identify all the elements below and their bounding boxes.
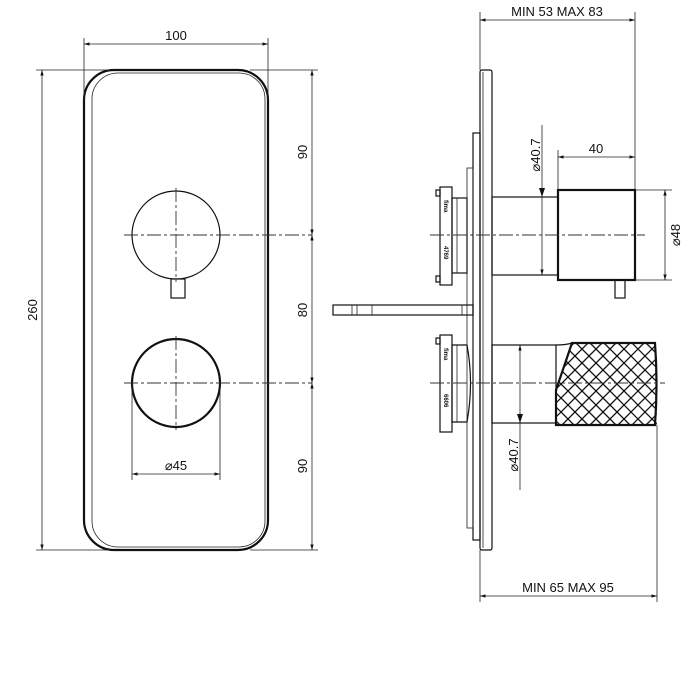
top-stem-diameter-dimension: ⌀40.7 bbox=[528, 138, 543, 171]
handle-length-dimension: 40 bbox=[589, 141, 603, 156]
width-dimension: 100 bbox=[165, 28, 187, 43]
bottom-cartridge-code: 6606 bbox=[442, 394, 448, 408]
top-depth-dimension: MIN 53 MAX 83 bbox=[511, 4, 603, 19]
knurl-line bbox=[631, 343, 657, 425]
top-segment-dimension: 90 bbox=[295, 145, 310, 159]
bottom-stem-diameter-dimension: ⌀40.7 bbox=[506, 438, 521, 471]
top-cartridge-code: 4769 bbox=[442, 246, 448, 260]
bottom-stem bbox=[491, 344, 557, 424]
diverter-rod bbox=[332, 304, 474, 316]
front-view: 100 260 90 80 90 ⌀45 bbox=[25, 28, 318, 552]
knurl-line bbox=[631, 343, 657, 425]
knurl-line bbox=[561, 343, 645, 425]
side-view: fima 4769 fima 6606 MIN 53 MAX 83 40 ⌀ bbox=[332, 4, 700, 602]
knurl-line bbox=[556, 343, 561, 425]
knurl-line bbox=[575, 343, 657, 425]
knurl-line bbox=[674, 343, 700, 425]
mounting-frame bbox=[472, 132, 481, 541]
knurl-line bbox=[645, 343, 657, 425]
knurl-line bbox=[556, 343, 561, 425]
knurl-line bbox=[617, 343, 657, 425]
knurl-line bbox=[674, 343, 700, 425]
knurl-line bbox=[556, 343, 589, 425]
bottom-cartridge-brand: fima bbox=[442, 348, 448, 361]
knurl-line bbox=[556, 343, 589, 425]
top-knob-lever bbox=[170, 278, 186, 299]
middle-segment-dimension: 80 bbox=[295, 303, 310, 317]
cover-plate-inner-edge bbox=[91, 72, 266, 548]
knurl-line bbox=[589, 343, 657, 425]
knurled-handle bbox=[464, 341, 700, 427]
knurl-line bbox=[603, 343, 657, 425]
cover-plate bbox=[82, 68, 270, 552]
knurl-line bbox=[660, 343, 700, 425]
knurl-line bbox=[464, 343, 546, 425]
knurl-line bbox=[464, 343, 546, 425]
knurl-line bbox=[688, 343, 700, 425]
handle-diameter-dimension: ⌀48 bbox=[668, 224, 683, 246]
top-stem bbox=[491, 196, 559, 276]
knurl-line bbox=[660, 343, 700, 425]
top-cartridge-brand: fima bbox=[442, 200, 448, 213]
bottom-depth-dimension: MIN 65 MAX 95 bbox=[522, 580, 614, 595]
bottom-segment-dimension: 90 bbox=[295, 459, 310, 473]
knurl-line bbox=[556, 343, 617, 425]
knurl-line bbox=[556, 343, 575, 425]
knob-diameter-dimension: ⌀45 bbox=[165, 458, 187, 473]
knurl-line bbox=[556, 343, 631, 425]
knurl-line bbox=[688, 343, 700, 425]
knurl-line bbox=[645, 343, 657, 425]
knurl-line bbox=[617, 343, 657, 425]
wall-plate bbox=[479, 69, 493, 551]
height-dimension: 260 bbox=[25, 299, 40, 321]
knurl-line bbox=[556, 343, 603, 425]
